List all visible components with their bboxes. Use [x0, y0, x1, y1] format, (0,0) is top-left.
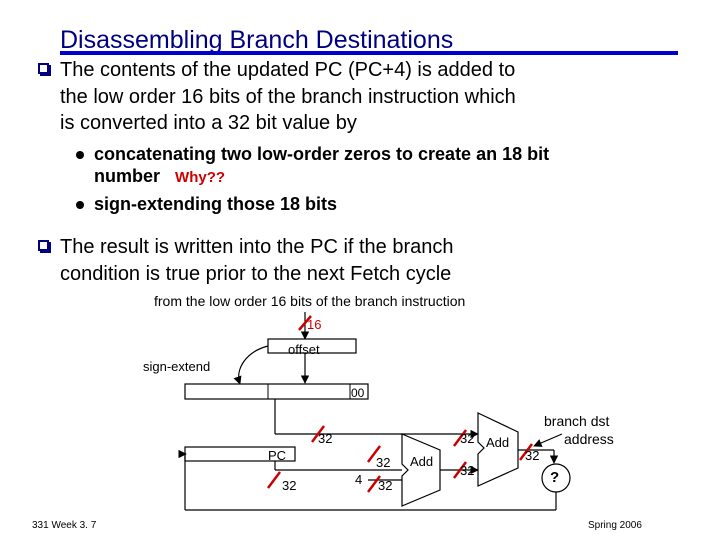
bullet-1-line-3: is converted into a 32 bit value by [60, 112, 357, 134]
pc-plus-4-adder [401, 433, 441, 507]
square-bullet-icon [38, 240, 51, 253]
offset-label: offset [288, 342, 320, 357]
branch-dst-label: branch dst [544, 413, 610, 429]
question-mark-label: ? [550, 469, 560, 486]
width-label-32: 32 [378, 478, 393, 493]
sign-extend-arrow [233, 345, 269, 385]
branch-dst-pointer [533, 433, 563, 447]
adder-2-label: Add [486, 435, 510, 450]
constant-four-label: 4 [355, 472, 363, 487]
address-label: address [564, 431, 614, 447]
extended-value-box [184, 383, 369, 400]
bullet-1-line-1: The contents of the updated PC (PC+4) is… [60, 59, 516, 81]
zeros-label: 00 [351, 386, 365, 400]
round-bullet-icon [76, 151, 84, 159]
bullet-2-line-1: The result is written into the PC if the… [60, 236, 454, 258]
width-label-32: 32 [525, 448, 540, 463]
sub-bullet-1-line-2: number Why?? [94, 165, 225, 189]
width-slash [298, 315, 312, 331]
footer-term-label: Spring 2006 [588, 520, 642, 531]
pc-label: PC [268, 448, 287, 463]
diagram-caption: from the low order 16 bits of the branch… [154, 293, 466, 309]
slide-title: Disassembling Branch Destinations [60, 26, 454, 54]
adder-1-label: Add [410, 454, 434, 469]
width-label-32: 32 [318, 431, 333, 446]
sub-bullet-1-number: number [94, 166, 161, 186]
branch-target-adder [477, 412, 519, 487]
square-bullet-icon [38, 63, 51, 76]
why-note: Why?? [175, 169, 226, 186]
sign-extend-label: sign-extend [143, 359, 211, 374]
bullet-1-line-2: the low order 16 bits of the branch inst… [60, 86, 516, 108]
width-label-32: 32 [460, 431, 475, 446]
sub-bullet-2: sign-extending those 18 bits [94, 194, 338, 214]
title-underline [60, 51, 678, 55]
sub-bullet-1-line-1: concatenating two low-order zeros to cre… [94, 144, 550, 164]
width-label-32: 32 [460, 463, 475, 478]
bullet-2-line-2: condition is true prior to the next Fetc… [60, 263, 452, 285]
width-label-32: 32 [376, 455, 391, 470]
width-label-32: 32 [282, 478, 297, 493]
width-label-16: 16 [307, 317, 322, 332]
footer-course-label: 331 Week 3. 7 [32, 520, 97, 531]
round-bullet-icon [76, 201, 84, 209]
